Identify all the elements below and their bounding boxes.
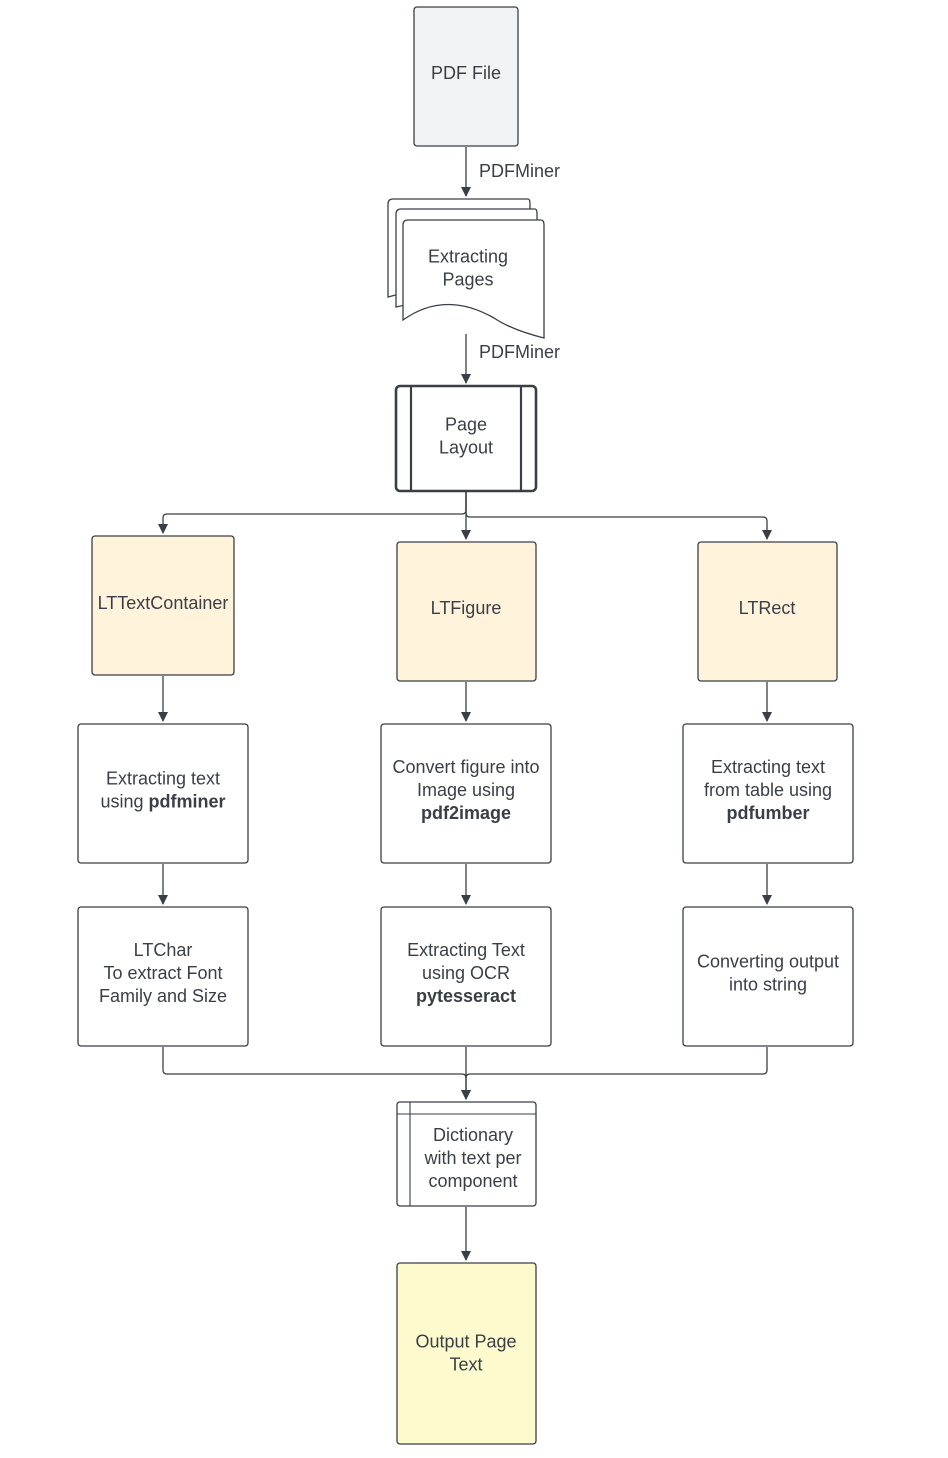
- svg-text:LTRect: LTRect: [739, 598, 796, 618]
- edge-label-pdfminer-1: PDFMiner: [479, 161, 560, 181]
- page-layout-line-1: Page: [445, 415, 487, 435]
- dictionary-line-3: component: [428, 1171, 517, 1191]
- convert-figure-line-1: Convert figure into: [392, 757, 539, 777]
- extract-table-line-1: Extracting text: [711, 757, 825, 777]
- edge-layout-to-ltrect: [465, 492, 772, 540]
- lttextcontainer-line-1: LTTextContainer: [98, 593, 229, 613]
- node-pdf-file: PDF File: [413, 6, 519, 147]
- svg-text:LTTextContainer: LTTextContainer: [98, 593, 229, 613]
- svg-text:LTFigure: LTFigure: [431, 598, 502, 618]
- edge-convert-output-to-dictionary: [465, 1047, 768, 1079]
- extract-text-pdfminer-line-2: using pdfminer: [100, 792, 225, 812]
- convert-figure-line-3: pdf2image: [421, 803, 511, 823]
- output-page-text-line-2: Text: [449, 1355, 482, 1375]
- ltchar-line-3: Family and Size: [99, 986, 227, 1006]
- ocr-line-3: pytesseract: [416, 986, 516, 1006]
- edge-ltchar-to-dictionary: [162, 1047, 471, 1100]
- page-layout-line-2: Layout: [439, 438, 493, 458]
- pdf-file-line-1: PDF File: [431, 63, 501, 83]
- convert-figure-line-2: Image using: [417, 780, 515, 800]
- svg-text:PDF File: PDF File: [431, 63, 501, 83]
- node-extract-text-pdfminer: Extracting text using pdfminer: [77, 723, 249, 864]
- ltchar-line-1: LTChar: [134, 940, 193, 960]
- extract-table-line-3: pdfumber: [727, 803, 810, 823]
- extracting-pages-line-1: Extracting: [428, 247, 508, 267]
- edge-layout-to-lttextcontainer: [158, 492, 467, 534]
- extract-table-line-2: from table using: [704, 780, 832, 800]
- ltrect-line-1: LTRect: [739, 598, 796, 618]
- convert-output-line-1: Converting output: [697, 952, 839, 972]
- edge-label-pdfminer-2: PDFMiner: [479, 342, 560, 362]
- connectors: [158, 147, 772, 1261]
- convert-output-line-2: into string: [729, 975, 807, 995]
- node-ocr: Extracting Text using OCR pytesseract: [380, 906, 552, 1047]
- node-convert-output: Converting output into string: [682, 906, 854, 1047]
- ltfigure-line-1: LTFigure: [431, 598, 502, 618]
- node-ltrect: LTRect: [697, 541, 838, 682]
- dictionary-line-2: with text per: [423, 1148, 521, 1168]
- node-extract-table: Extracting text from table using pdfumber: [682, 723, 854, 864]
- extracting-pages-line-2: Pages: [442, 270, 493, 290]
- node-lttextcontainer: LTTextContainer: [91, 535, 235, 676]
- output-page-text-line-1: Output Page: [415, 1332, 516, 1352]
- extract-text-pdfminer-line-1: Extracting text: [106, 769, 220, 789]
- ltchar-line-2: To extract Font: [103, 963, 222, 983]
- ocr-line-1: Extracting Text: [407, 940, 525, 960]
- ocr-line-2: using OCR: [422, 963, 510, 983]
- node-dictionary: Dictionary with text per component: [396, 1101, 537, 1207]
- node-ltfigure: LTFigure: [396, 541, 537, 682]
- dictionary-line-1: Dictionary: [433, 1125, 513, 1145]
